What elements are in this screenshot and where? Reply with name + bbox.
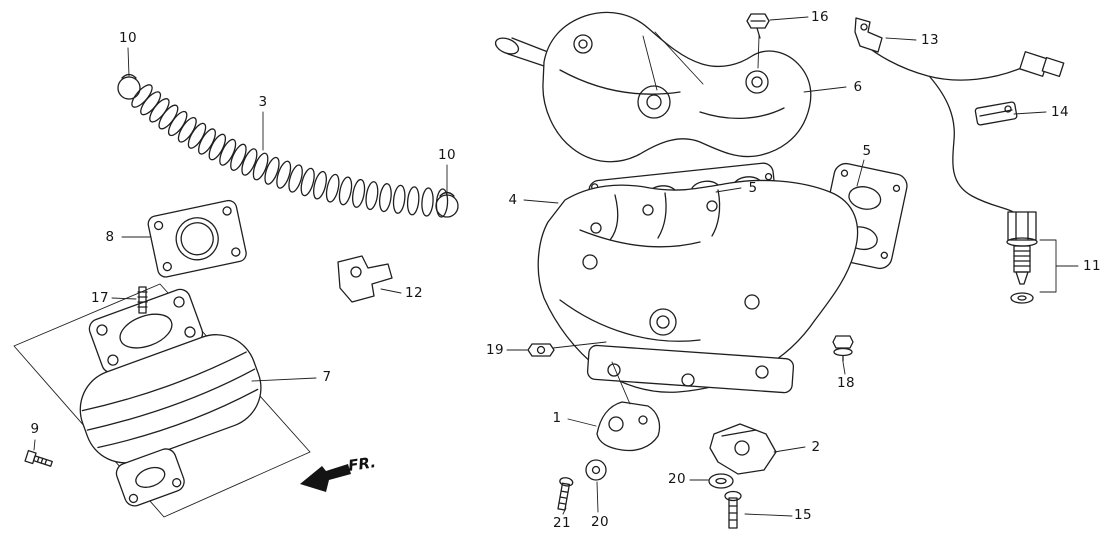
harness-clip-b — [974, 101, 1018, 126]
callout-18-bolt: 18 — [837, 375, 855, 391]
manifold-bracket-a — [596, 401, 661, 452]
callout-20-washer-left: 20 — [591, 514, 609, 530]
fr-direction-arrow — [300, 464, 351, 492]
manifold-cover — [494, 11, 812, 163]
converter-bolt — [24, 449, 53, 467]
hose-clamp-front — [117, 73, 141, 100]
callout-9-bolt: 9 — [30, 421, 40, 437]
exhaust-manifold — [537, 179, 859, 394]
callout-5-upper-gasket: 5 — [748, 180, 758, 196]
callout-6-cover: 6 — [853, 79, 863, 95]
harness-clip-a — [854, 17, 883, 53]
callout-7-converter: 7 — [322, 369, 332, 385]
callout-3-hose: 3 — [258, 94, 268, 110]
flange-nut — [527, 343, 555, 357]
manifold-bracket-b — [709, 423, 777, 475]
bracket-bolt-b — [724, 490, 742, 529]
callout-17-stud: 17 — [91, 290, 109, 306]
callout-16-bolt: 16 — [811, 9, 829, 25]
callout-1-bracket: 1 — [552, 410, 562, 426]
callout-19-nut: 19 — [486, 342, 504, 358]
callout-4-manifold: 4 — [508, 192, 518, 208]
callout-10-rear-clamp: 10 — [438, 147, 456, 163]
stay-bracket — [337, 255, 393, 303]
stud-bolt — [137, 286, 148, 314]
callout-11-sensor: 11 — [1083, 258, 1101, 274]
callout-12-bracket: 12 — [405, 285, 423, 301]
callout-2-bracket: 2 — [811, 439, 821, 455]
callout-5-side-gasket: 5 — [862, 143, 872, 159]
callout-13-clip: 13 — [921, 32, 939, 48]
callout-14-clip: 14 — [1051, 104, 1069, 120]
washer-left — [585, 459, 607, 481]
callout-21-bolt: 21 — [553, 515, 571, 531]
bracket-bolt-a — [557, 477, 574, 511]
cover-bolt — [746, 13, 770, 39]
flange-bolt — [832, 335, 854, 362]
fr-direction-label: FR. — [346, 453, 378, 475]
callout-15-bolt: 15 — [794, 507, 812, 523]
oxygen-sensor — [863, 43, 1065, 304]
leader-lines — [33, 16, 1079, 517]
callout-10-front-clamp: 10 — [119, 30, 137, 46]
pipe-gasket — [147, 199, 247, 278]
catalytic-converter — [79, 288, 262, 507]
air-hose — [131, 84, 449, 218]
callout-8-gasket: 8 — [105, 229, 115, 245]
washer-right — [708, 473, 734, 489]
callout-20-washer-right: 20 — [668, 471, 686, 487]
